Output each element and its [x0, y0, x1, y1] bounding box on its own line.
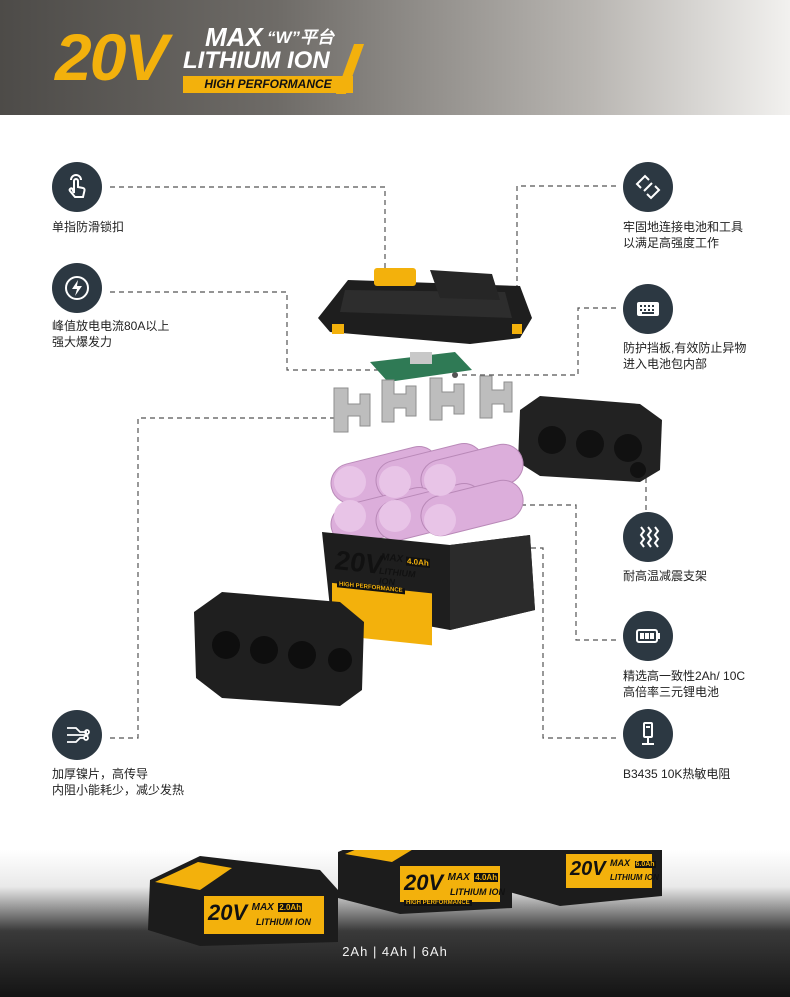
feature-nickel-line2: 内阻小能耗少，减少发热 [52, 783, 185, 797]
feature-bracket-line1: 耐高温减震支架 [623, 569, 708, 583]
pack-2ah-capacity: 2.0Ah [278, 903, 303, 912]
logo-high-performance: HIGH PERFORMANCE [183, 76, 353, 93]
feature-guard-line2: 进入电池包内部 [623, 357, 708, 371]
pack-4ah-max: MAX [447, 872, 470, 883]
housing-label: 20V MAX 4.0Ah LITHIUM ION HIGH PERFORMAN… [333, 543, 431, 605]
left-bracket [194, 592, 364, 706]
feature-nickel-line1: 加厚镍片，高传导 [52, 767, 149, 781]
battery-housing [322, 532, 535, 646]
feature-connector-line1: 牢固地连接电池和工具 [623, 220, 744, 234]
feature-discharge-line2: 强大爆发力 [52, 335, 113, 349]
leader-line-nickel [110, 417, 345, 739]
pack-2ah-20v: 20V [208, 900, 248, 925]
nickel-strips [333, 375, 513, 433]
leader-line-latch [110, 186, 386, 296]
battery-pack-4ah [338, 850, 512, 914]
housing-label-20v: 20V [335, 545, 384, 581]
logo-platform: “W”平台 [267, 28, 335, 47]
latch-button [374, 268, 416, 286]
thermistor-icon [623, 709, 673, 759]
feature-connector: 牢固地连接电池和工具 以满足高强度工作 [623, 219, 743, 251]
feature-discharge-line1: 峰值放电电流80A以上 [52, 319, 170, 333]
pack-6ah-capacity: 6.0Ah [634, 861, 656, 868]
leader-line-cells [488, 504, 616, 641]
battery-packs [148, 850, 662, 946]
pack-4ah-lithium: LITHIUM ION [450, 887, 505, 897]
feature-guard: 防护挡板,有效防止异物 进入电池包内部 [623, 340, 746, 372]
pack-6ah-max: MAX [610, 858, 631, 868]
feature-latch: 单指防滑锁扣 [52, 219, 124, 235]
feature-cells-line2: 高倍率三元锂电池 [623, 685, 720, 699]
pack-4ah-hp: HIGH PERFORMANCE [404, 900, 472, 906]
lithium-cells [330, 443, 524, 545]
logo-20v: 20V [55, 20, 168, 94]
feature-cells: 精选高一致性2Ah/ 10C 高倍率三元锂电池 [623, 668, 745, 700]
pack-4ah-capacity: 4.0Ah [474, 873, 499, 882]
feature-cells-line1: 精选高一致性2Ah/ 10C [623, 669, 746, 683]
circuit-icon [52, 710, 102, 760]
pack-2ah-label: 20V MAX 2.0Ah LITHIUM ION [208, 900, 311, 927]
battery-pack-2ah [148, 856, 338, 946]
pcb-board [370, 352, 472, 382]
feature-latch-line1: 单指防滑锁扣 [52, 220, 125, 234]
right-bracket [518, 396, 662, 482]
shock-absorb-icon [623, 512, 673, 562]
pack-2ah-max: MAX [251, 902, 274, 913]
feature-nickel: 加厚镍片，高传导 内阻小能耗少，减少发热 [52, 766, 184, 798]
pack-6ah-lithium: LITHIUM ION [610, 873, 659, 882]
lightning-icon [52, 263, 102, 313]
logo-max: MAX [205, 22, 263, 52]
capacity-caption: 2Ah | 4Ah | 6Ah [342, 944, 448, 959]
battery-icon [623, 611, 673, 661]
connector-icon [623, 162, 673, 212]
feature-connector-line2: 以满足高强度工作 [623, 236, 720, 250]
pack-4ah-20v: 20V [404, 870, 444, 895]
top-cover [318, 268, 532, 344]
keyboard-icon [623, 284, 673, 334]
brand-logo: 20V MAX “W”平台 LITHIUM ION HIGH PERFORMAN… [55, 20, 365, 96]
feature-thermistor: B3435 10K热敏电阻 [623, 766, 730, 782]
logo-lithium: LITHIUM ION [183, 47, 330, 74]
pack-6ah-20v: 20V [570, 858, 606, 880]
feature-thermistor-line1: B3435 10K热敏电阻 [623, 767, 731, 781]
housing-label-max: MAX [381, 551, 404, 566]
feature-discharge: 峰值放电电流80A以上 强大爆发力 [52, 318, 169, 350]
finger-touch-icon [52, 162, 102, 212]
leader-line-connector [516, 185, 616, 300]
header-banner: 20V MAX “W”平台 LITHIUM ION HIGH PERFORMAN… [0, 0, 790, 115]
feature-guard-line1: 防护挡板,有效防止异物 [623, 341, 747, 355]
housing-label-capacity: 4.0Ah [406, 556, 430, 569]
pack-6ah-label: 20V MAX 6.0Ah LITHIUM ION [570, 858, 659, 882]
feature-bracket: 耐高温减震支架 [623, 568, 707, 584]
leader-line-thermistor [440, 547, 616, 739]
pack-2ah-lithium: LITHIUM ION [256, 917, 311, 927]
product-lineup: 20V MAX 2.0Ah LITHIUM ION 20V MAX 4.0Ah … [0, 850, 790, 997]
battery-pack-6ah [502, 850, 662, 906]
leader-line-guard [455, 307, 616, 376]
leader-line-discharge [110, 291, 400, 371]
pack-4ah-label: 20V MAX 4.0Ah LITHIUM ION HIGH PERFORMAN… [404, 870, 505, 906]
